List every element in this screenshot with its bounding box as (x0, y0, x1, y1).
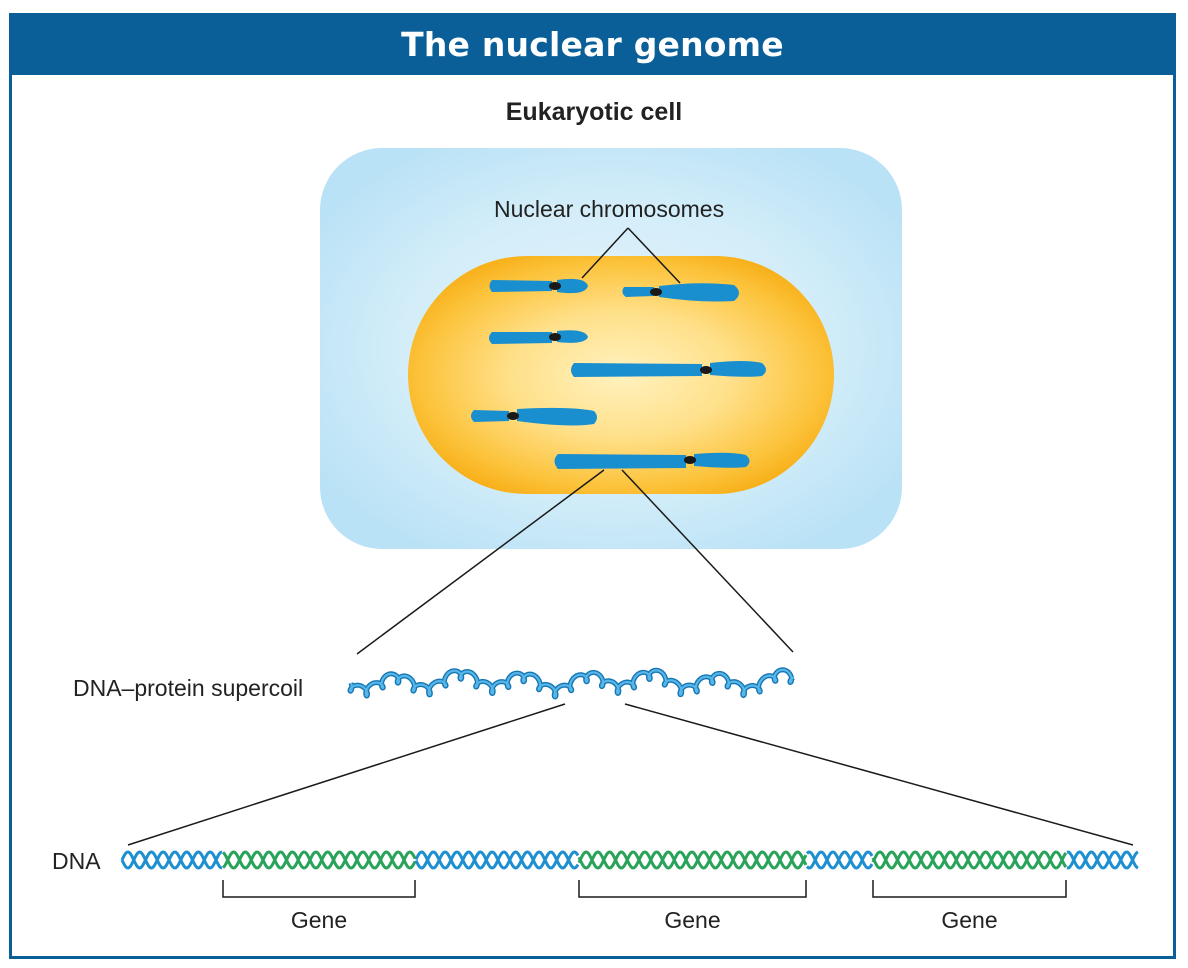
dna-double-helix (120, 850, 1139, 870)
gene-label: Gene (290, 907, 348, 933)
gene-label: Gene (664, 907, 721, 933)
chromosome (554, 452, 750, 469)
dna-strand (1066, 850, 1139, 870)
gene-brackets (222, 880, 1067, 898)
dna-strand (120, 850, 223, 870)
cell-label: Eukaryotic cell (505, 98, 683, 126)
dna-strand (577, 850, 808, 870)
dna-strand (871, 850, 1068, 870)
dna-strand (120, 850, 223, 870)
dna-strand (221, 850, 417, 870)
zoom-lines-supercoil (127, 703, 1134, 846)
supercoil-strand-highlight (348, 668, 795, 699)
chromosomes-label: Nuclear chromosomes (494, 196, 725, 222)
gene-label: Gene (941, 907, 998, 933)
dna-strand (1066, 850, 1139, 870)
chromosome-leader-lines (581, 227, 681, 284)
gene-bracket (578, 880, 807, 898)
dna-strand (871, 850, 1068, 870)
supercoil-label: DNA–protein supercoil (73, 675, 304, 701)
gene-bracket (872, 880, 1067, 898)
dna-strand (221, 850, 417, 870)
diagram-title: The nuclear genome (9, 13, 1176, 75)
chromosome (471, 407, 597, 426)
nuclear-chromosomes (471, 278, 766, 469)
supercoil-strand (347, 667, 795, 700)
chromosome (571, 361, 766, 377)
dna-label: DNA (52, 848, 101, 874)
chromosome (622, 283, 739, 302)
dna-strand (805, 850, 874, 870)
dna-strand (414, 850, 580, 870)
zoom-lines-chromosome (356, 469, 794, 655)
dna-strand (414, 850, 580, 870)
dna-protein-supercoil (347, 667, 795, 700)
chromosome (489, 278, 588, 294)
gene-bracket (222, 880, 416, 898)
chromosome (489, 330, 588, 344)
